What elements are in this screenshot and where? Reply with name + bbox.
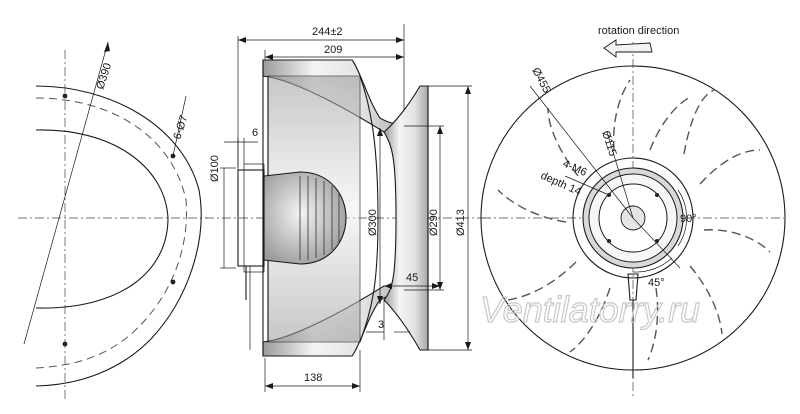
arrowhead [465,86,471,94]
arrowhead [377,128,383,136]
label-motor-length: 138 [304,372,322,384]
arrowhead [432,283,440,289]
rotation-arrow-icon [603,39,653,58]
label-inlet-depth: 45 [406,272,418,284]
thread-hole [607,239,611,243]
arrowhead [377,296,383,304]
label-thread: 4-M6 [561,158,589,179]
flange-outer-edge [35,85,202,387]
label-angle-45: 45° [648,277,665,289]
arrowhead [238,37,246,43]
label-angle-90: 90° [680,213,697,225]
blade-leading-edge [359,75,379,343]
arrowhead [465,342,471,350]
mount-hole [62,341,68,347]
label-mount-holes: 6-Ø7 [171,114,190,141]
mount-hole [62,93,68,99]
thread-hole [655,193,659,197]
arrowhead [384,283,392,289]
watermark: Ventilatorry.ru [480,289,700,330]
label-bolt-circle: Ø390 [94,62,114,91]
label-outer-diameter: Ø413 [455,209,467,236]
label-impeller-length: 209 [324,44,342,56]
side-section-view: 244±2 209 [205,24,490,392]
angle-ray-45 [632,217,681,269]
motor-body [263,171,347,265]
bolt-circle [35,97,187,369]
dim-line-115 [606,131,634,219]
motor-fins [299,176,340,260]
hub-outer [572,157,694,279]
label-inlet-diameter: Ø300 [367,209,379,236]
leader-thread [564,175,610,196]
impeller-blades [497,79,771,361]
cable-gland [627,273,639,301]
arrowhead [265,383,273,389]
arrowhead [437,126,443,134]
label-gap: 3 [378,319,384,331]
label-impeller-diameter: Ø455 [529,66,552,95]
dim-line-455 [529,85,634,219]
inlet-nozzle [383,85,429,351]
arrowhead [396,37,404,43]
label-flange-thickness: 6 [252,127,258,139]
label-hub-diameter: Ø100 [209,155,221,182]
angle-arc-90 [677,189,687,247]
label-rotation: rotation direction [598,25,679,37]
mount-hole [170,279,176,285]
front-view: Ø455 Ø115 4-M6 depth 14 90° 45° rotation… [480,25,786,396]
left-flange-view: Ø390 6-Ø7 [18,41,208,400]
flange-inner-edge [35,129,169,309]
label-shaft-hub: Ø115 [599,129,618,158]
arrowhead [265,54,273,60]
label-overall-length: 244±2 [312,26,343,38]
arrowhead [396,54,404,60]
dim-line-390 [23,41,109,345]
arrowhead [104,42,110,52]
leader-6-holes [172,95,187,157]
arrowhead [352,383,360,389]
label-outlet-diameter: Ø290 [428,209,440,236]
angle-arc-45 [632,257,673,273]
